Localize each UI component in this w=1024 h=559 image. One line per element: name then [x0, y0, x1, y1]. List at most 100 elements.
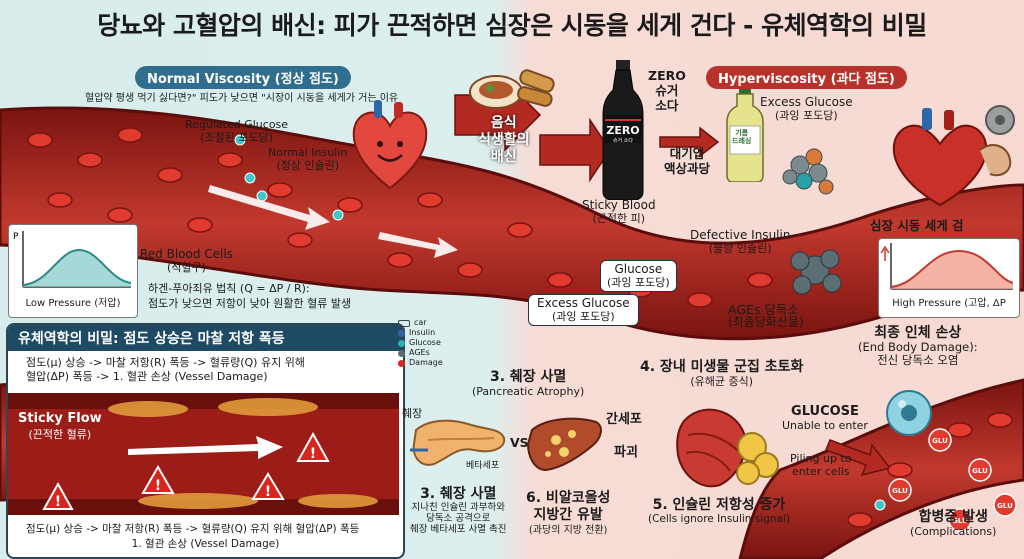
bottle-label-text: ZERO: [606, 124, 639, 137]
glucose-molecule: [874, 499, 886, 511]
secret-header: 유체역학의 비밀: 점도 상승은 마찰 저항 폭등: [8, 325, 403, 351]
glucose-box-ko: (과잉 포도당): [607, 276, 670, 289]
sticky-flow-ko: (끈적한 혈류): [28, 428, 92, 441]
svg-text:!: !: [265, 484, 271, 500]
legend-ages-text: AGEs: [409, 348, 430, 357]
red-blood-cell: [387, 252, 413, 268]
step5-en: (Cells ignore Insulin signal): [648, 513, 790, 525]
normal-subtitle: 혈압약 평생 먹기 싫다면?" 피도가 낮으면 "시장이 시동을 세게가 거는 …: [85, 93, 399, 104]
unable-text: Unable to enter: [782, 419, 868, 432]
step4-title-text: 4. 장내 미생물 군집 초토화: [640, 359, 804, 375]
low-pressure-axis: P: [13, 232, 19, 242]
fluid-dynamics-secret-panel: 유체역학의 비밀: 점도 상승은 마찰 저항 폭등 점도(μ) 상승 -> 마찰…: [6, 323, 405, 559]
ages-label: AGEs 당독소 (최종당화산물): [728, 303, 804, 329]
red-blood-cell: [287, 232, 313, 248]
svg-text:!: !: [155, 478, 161, 494]
complication-text: 합병증 발생: [918, 509, 988, 525]
excess-glucose-box-text: Excess Glucose: [537, 296, 630, 310]
ages-text: AGEs 당독소: [728, 302, 799, 317]
sticky-blood-text: Sticky Blood: [582, 198, 656, 212]
step6-fatty-liver-title: 6. 비알코올성 지방간 유발 (과당의 지방 전환): [526, 490, 610, 537]
page-title: 당뇨와 고혈압의 배신: 피가 끈적하면 심장은 시동을 세게 건다 - 유체역…: [97, 11, 927, 40]
hyper-excess-glucose-label: Excess Glucose (과잉 포도당): [760, 95, 853, 123]
final-damage-desc: 전신 당독소 오염: [877, 353, 959, 367]
defective-insulin-label: Defective Insulin (불량 인슐린): [690, 229, 790, 256]
glucose-cluster-icon: [782, 148, 834, 195]
low-pressure-curve: P: [13, 231, 132, 288]
step3b-title-text: 3. 췌장 사멸: [420, 486, 497, 502]
rbc-label: Red Blood Cells (적혈구): [140, 247, 233, 275]
secret-line-2: 혈압(ΔP) 폭등 -> 1. 혈관 손상 (Vessel Damage): [26, 370, 268, 383]
red-blood-cell: [747, 272, 773, 288]
normal-insulin-label: Normal Insulin (정상 인슐린): [268, 146, 347, 172]
svg-text:!: !: [310, 446, 316, 462]
strong-heart-icon: [892, 105, 1015, 207]
step6-title-text: 6. 비알코올성 지방간 유발: [526, 490, 611, 523]
ages-ko: (최종당화산물): [728, 315, 804, 329]
glu-marker-text: GLU: [997, 502, 1013, 510]
normal-insulin-ko: (정상 인슐린): [276, 159, 339, 172]
red-blood-cell: [507, 222, 533, 238]
complication-en: (Complications): [910, 525, 997, 538]
glucose-molecule: [234, 134, 246, 146]
hagen-law-desc: 점도가 낮으면 저항이 낮아 원활한 혈류 발생: [148, 297, 352, 310]
legend-glucose-text: Glucose: [409, 338, 441, 347]
glucose-unable-label: GLUCOSE Unable to enter: [782, 404, 868, 432]
legend-ages: AGEs: [398, 348, 443, 358]
low-pressure-graph: P Low Pressure (저압): [8, 224, 138, 318]
secret-bottom-1: 점도(μ) 상승 -> 마찰 저항(R) 폭등 -> 혈류량(Q) 유지 위해 …: [26, 523, 360, 535]
sticky-flow-label: Sticky Flow (끈적한 혈류): [18, 411, 102, 442]
legend-damage: Damage: [398, 358, 443, 368]
muscle-fat-cell-icon: [676, 408, 779, 488]
secret-line-1: 점도(μ) 상승 -> 마찰 저항(R) 폭등 -> 혈류량(Q) 유지 위해: [26, 356, 305, 369]
red-blood-cell: [947, 422, 973, 438]
step3-pancreas-title: 3. 췌장 사멸 (Pancreatic Atrophy): [472, 370, 584, 399]
red-blood-cell: [47, 192, 73, 208]
step3b-title: 3. 췌장 사멸 지나친 인슐린 과부하와 당독소 공격으로 췌장 베타세포 사…: [410, 486, 506, 536]
legend: car Insulin Glucose AGEs Damage: [398, 318, 443, 368]
glucose-box: Glucose (과잉 포도당): [600, 260, 677, 292]
hyperviscosity-pill: Hyperviscosity (과다 점도): [706, 66, 907, 89]
glu-marker: GLU: [993, 493, 1017, 517]
glu-marker: GLU: [968, 458, 992, 482]
corp-fructose-label: 대기업 액상과당: [664, 146, 711, 176]
pancreas-icon: [410, 419, 506, 466]
destroy-label: 파괴: [614, 445, 638, 460]
food-plate-icon: [469, 69, 555, 109]
red-blood-cell: [157, 167, 183, 183]
final-damage-label: 최종 인체 손상 (End Body Damage): 전신 당독소 오염: [858, 326, 978, 367]
red-blood-cell: [267, 182, 293, 198]
liver-cell-label: 간세포: [606, 412, 642, 427]
red-blood-cell: [117, 127, 143, 143]
step6-ko: (과당의 지방 전환): [528, 525, 608, 536]
legend-damage-text: Damage: [409, 358, 443, 367]
low-pressure-label: Low Pressure (저압): [25, 298, 121, 309]
rbc-text: Red Blood Cells: [140, 247, 233, 261]
glu-marker-text: GLU: [932, 437, 948, 445]
red-blood-cell: [217, 152, 243, 168]
damage-dot-icon: [398, 359, 405, 367]
glucose-dot-icon: [398, 339, 405, 347]
glu-marker-text: GLU: [952, 517, 968, 525]
high-pressure-label: High Pressure (고압, ΔP: [892, 298, 1006, 309]
heart-start-label: 심장 시동 세게 검: [870, 218, 964, 233]
glucose-box-text: Glucose: [614, 262, 663, 276]
zero-soda-bottle-icon: ZERO 슈거 소다: [602, 60, 644, 200]
hyper-excess-glucose-text: Excess Glucose: [760, 95, 853, 109]
legend-glucose: Glucose: [398, 338, 443, 348]
car-icon: [398, 319, 410, 327]
complications-label: 합병증 발생 (Complications): [910, 509, 997, 539]
hyper-excess-glucose-ko: (과잉 포도당): [774, 109, 838, 122]
regulated-glucose-label: Regulated Glucose (조절된 포도당): [185, 118, 288, 144]
step5-title-text: 5. 인슐린 저항성 증가: [652, 497, 786, 513]
zero-soda-label: ZERO 슈거 소다: [648, 68, 686, 113]
sticky-vessel-illustration: ! ! ! !: [8, 393, 399, 515]
legend-car-text: car: [414, 318, 427, 327]
piling-up-label: Piling up to enter cells: [790, 452, 852, 478]
glucose-molecule: [332, 209, 344, 221]
step5-insulin-resistance-title: 5. 인슐린 저항성 증가 (Cells ignore Insulin sign…: [648, 498, 790, 526]
regulated-glucose-ko: (조절된 포도당): [200, 131, 273, 144]
red-blood-cell: [547, 272, 573, 288]
